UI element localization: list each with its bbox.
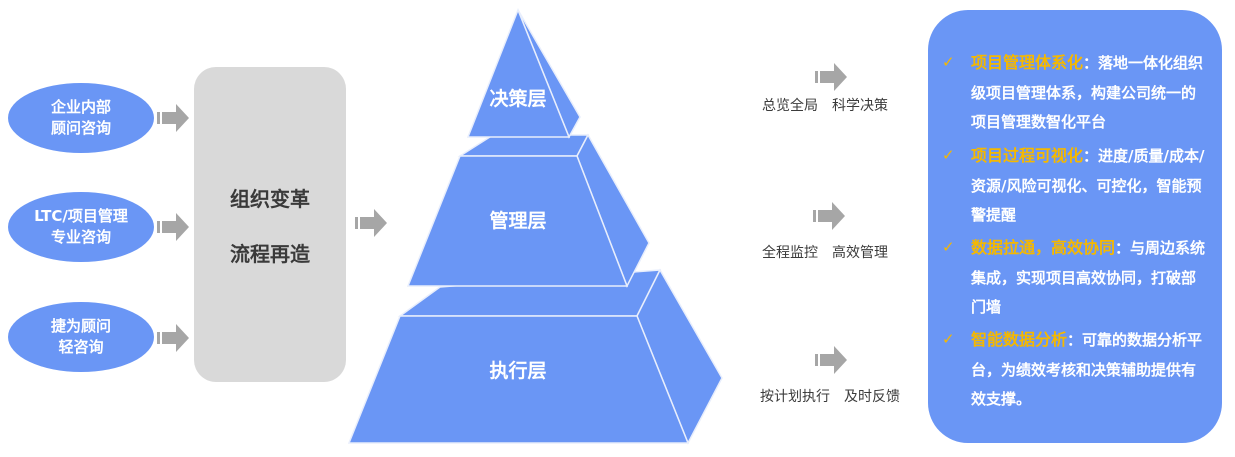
- arrow-right-icon: [815, 346, 847, 374]
- benefit-text: 落地一体化组织级项目管理体系，构建公司统一的项目管理数智化平台: [971, 54, 1204, 131]
- benefit-title: 数据拉通，高效协同: [971, 238, 1116, 257]
- pyramid-middle-front: [406, 155, 629, 287]
- outcome-decision: 总览全局科学决策: [762, 95, 888, 115]
- outcome-text: 及时反馈: [844, 389, 900, 405]
- benefit-text: 可靠的数据分析平台，为绩效考核和决策辅助提供有效支撑。: [971, 331, 1203, 408]
- pyramid-bottom-front: [347, 315, 690, 444]
- source-label: 顾问咨询: [50, 119, 111, 137]
- benefit-item: ✓ 智能数据分析：可靠的数据分析平台，为绩效考核和决策辅助提供有效支撑。: [942, 325, 1210, 415]
- benefit-item: ✓ 项目过程可视化：进度/质量/成本/资源/风险可视化、可控化，智能预警提醒: [942, 141, 1210, 231]
- outcome-text: 科学决策: [832, 98, 888, 114]
- check-icon: ✓: [942, 238, 955, 256]
- outcome-text: 全程监控: [762, 245, 818, 261]
- arrow-right-icon: [157, 104, 189, 132]
- benefit-title: 智能数据分析: [971, 330, 1068, 349]
- source-light-consulting: 捷为顾问轻咨询: [8, 302, 154, 372]
- check-icon: ✓: [942, 330, 955, 348]
- transformation-box: 组织变革 流程再造: [194, 67, 346, 382]
- source-ltc-consulting: LTC/项目管理专业咨询: [8, 192, 154, 262]
- outcome-text: 高效管理: [832, 245, 888, 261]
- benefit-text: 与周边系统集成，实现项目高效协同，打破部门墙: [971, 239, 1206, 316]
- transformation-line: 流程再造: [230, 241, 310, 266]
- outcome-management: 全程监控高效管理: [762, 242, 888, 262]
- layer-label-execution: 执行层: [489, 360, 547, 382]
- pyramid-top-front: [466, 7, 571, 138]
- benefit-item: ✓ 项目管理体系化：落地一体化组织级项目管理体系，构建公司统一的项目管理数智化平…: [942, 48, 1210, 138]
- benefit-text: 进度/质量/成本/资源/风险可视化、可控化，智能预警提醒: [971, 147, 1205, 224]
- source-label: 轻咨询: [58, 338, 104, 356]
- benefit-sep: ：: [1083, 147, 1099, 165]
- outcome-text: 按计划执行: [760, 389, 830, 405]
- arrow-right-icon: [355, 209, 387, 237]
- arrow-right-icon: [813, 202, 845, 230]
- benefit-item: ✓ 数据拉通，高效协同：与周边系统集成，实现项目高效协同，打破部门墙: [942, 233, 1210, 323]
- arrow-right-icon: [157, 324, 189, 352]
- source-internal-consulting: 企业内部顾问咨询: [8, 83, 154, 153]
- check-icon: ✓: [942, 146, 955, 164]
- layer-label-management: 管理层: [489, 210, 547, 232]
- source-label: 专业咨询: [50, 228, 111, 246]
- layer-label-decision: 决策层: [489, 88, 547, 110]
- check-icon: ✓: [942, 53, 955, 71]
- arrow-right-icon: [157, 213, 189, 241]
- source-label: 捷为顾问: [50, 317, 111, 335]
- arrow-right-icon: [815, 63, 847, 91]
- benefit-sep: ：: [1067, 331, 1083, 349]
- transformation-line: 组织变革: [230, 186, 310, 211]
- outcome-execution: 按计划执行及时反馈: [760, 386, 900, 406]
- source-label: 企业内部: [50, 98, 111, 116]
- outcome-text: 总览全局: [762, 98, 818, 114]
- benefit-sep: ：: [1115, 239, 1131, 257]
- benefit-title: 项目管理体系化: [971, 53, 1084, 72]
- benefit-sep: ：: [1083, 54, 1099, 72]
- source-label: LTC/项目管理: [34, 207, 128, 225]
- benefit-title: 项目过程可视化: [971, 146, 1084, 165]
- benefits-panel: ✓ 项目管理体系化：落地一体化组织级项目管理体系，构建公司统一的项目管理数智化平…: [928, 10, 1222, 443]
